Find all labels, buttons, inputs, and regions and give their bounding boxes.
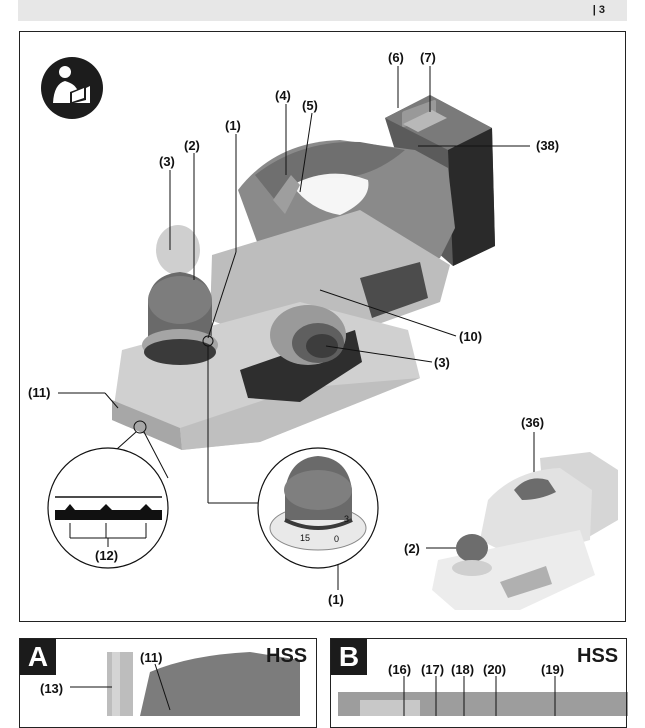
callout-6: (6): [388, 50, 404, 65]
inset-planer: [432, 452, 618, 610]
callout-1-top: (1): [225, 118, 241, 133]
callout-3-left: (3): [159, 154, 175, 169]
panel-b-hss-badge: HSS: [577, 645, 619, 667]
panel-b-letter: B: [331, 639, 367, 675]
panel-b: B HSS: [330, 638, 627, 728]
main-figure-frame: [19, 31, 626, 622]
panel-a-callout-13: (13): [40, 681, 64, 696]
panel-b-callout-18: (18): [451, 662, 475, 677]
callout-38: (38): [536, 138, 560, 153]
panel-a-callout-11: (11): [140, 650, 163, 665]
planer-body: [112, 140, 455, 450]
dial-mark: 15: [300, 533, 311, 543]
panel-b-callout-20: (20): [483, 662, 507, 677]
callout-1-bottom: (1): [328, 592, 344, 607]
callout-10: (10): [459, 329, 483, 344]
panel-b-callout-19: (19): [541, 662, 565, 677]
callout-4: (4): [275, 88, 291, 103]
depth-adjust-knob: [142, 225, 218, 365]
read-manual-icon: [41, 57, 103, 119]
callout-2-main: (2): [184, 138, 200, 153]
panel-a-illustration: [70, 652, 300, 716]
callout-5: (5): [302, 98, 318, 113]
panel-a-hss-badge: HSS: [266, 645, 308, 667]
panel-b-callout-16: (16): [388, 662, 412, 677]
callout-12: (12): [95, 548, 119, 563]
panel-b-illustration: [338, 676, 628, 716]
panel-a-letter: A: [20, 639, 56, 675]
dial-mark: 0: [334, 534, 340, 544]
callout-3-right: (3): [434, 355, 450, 370]
base-groove-detail: [47, 447, 169, 569]
knob-detail-zoom: [257, 447, 379, 569]
page-header-bar: | 3: [18, 0, 627, 21]
callout-7: (7): [420, 50, 436, 65]
callout-36: (36): [521, 415, 545, 430]
panel-a: A HSS: [19, 638, 317, 728]
callout-2-small: (2): [404, 541, 420, 556]
panel-b-callout-17: (17): [421, 662, 445, 677]
callout-11: (11): [28, 385, 51, 400]
dial-mark: 3: [344, 514, 350, 524]
page-number: | 3: [592, 4, 605, 16]
